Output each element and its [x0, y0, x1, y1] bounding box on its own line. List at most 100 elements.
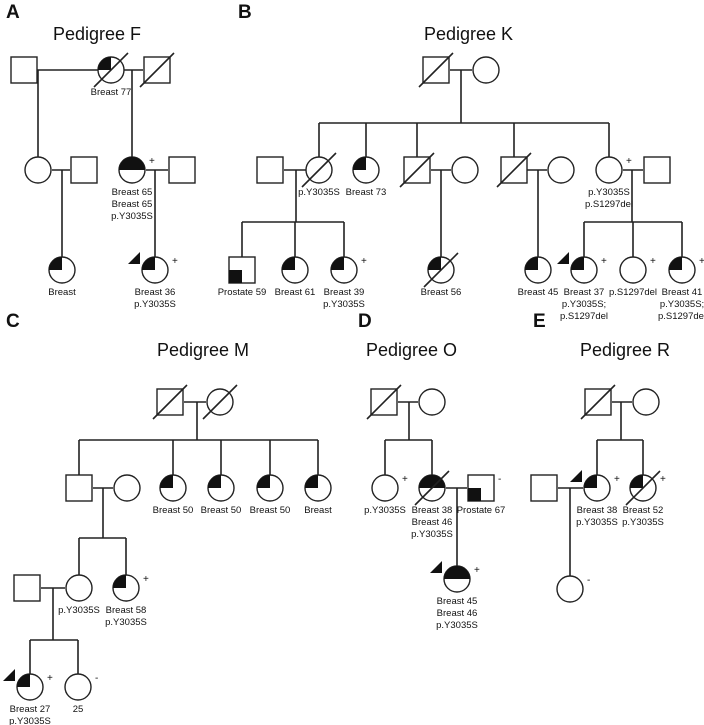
genotype-marker: +	[650, 256, 656, 267]
individual-o-i2	[418, 388, 446, 416]
panel-title-d: Pedigree O	[366, 340, 457, 360]
individual-label: Breast	[304, 505, 332, 516]
panel-title-e: Pedigree R	[580, 340, 670, 360]
female-symbol	[472, 56, 500, 84]
individual-label: p.Y3035S	[9, 716, 51, 725]
individual-m-iv1: + Breast 27p.Y3035S	[3, 669, 53, 725]
male-symbol	[65, 474, 93, 502]
panel-title-c: Pedigree M	[157, 340, 249, 360]
individual-label: p.Y3035S;	[562, 299, 606, 310]
individual-f-i1	[10, 56, 38, 84]
deceased-slash	[418, 52, 454, 88]
individual-label: Breast 39	[324, 287, 365, 298]
affected-quadrant	[468, 488, 481, 501]
affected-half	[419, 475, 445, 488]
individual-m-ii1	[65, 474, 93, 502]
individual-f-ii1	[24, 156, 52, 184]
individual-k-ii4	[399, 152, 435, 188]
individual-m-ii4: Breast 50	[201, 474, 241, 516]
individual-label: Breast 73	[346, 187, 387, 198]
individual-f-ii4	[168, 156, 196, 184]
affected-quadrant	[98, 57, 111, 70]
individual-label: p.S1297del	[609, 287, 657, 298]
genotype-marker: +	[626, 156, 632, 167]
individual-k-ii7	[547, 156, 575, 184]
affected-quadrant	[331, 257, 344, 270]
individual-r-ii2: +Breast 38p.Y3035S	[570, 470, 620, 528]
individual-o-ii3: -Prostate 67	[457, 474, 506, 516]
individual-label: Breast 52	[623, 505, 664, 516]
female-symbol	[64, 673, 92, 701]
panel-title-b: Pedigree K	[424, 24, 513, 44]
genotype-marker: +	[47, 673, 53, 684]
affected-half	[119, 157, 145, 170]
female-symbol	[65, 574, 93, 602]
female-symbol	[619, 256, 647, 284]
individual-label: p.Y3035S	[364, 505, 406, 516]
individual-k-ii5	[451, 156, 479, 184]
affected-quadrant	[142, 257, 155, 270]
affected-quadrant	[428, 257, 441, 270]
individual-label: 25	[73, 704, 84, 715]
affected-quadrant	[525, 257, 538, 270]
individual-m-i1	[152, 384, 188, 420]
male-symbol	[70, 156, 98, 184]
individual-k-i1	[418, 52, 454, 88]
affected-quadrant	[257, 475, 270, 488]
genotype-marker: +	[402, 474, 408, 485]
individual-m-iii2: p.Y3035S	[58, 574, 100, 616]
individual-label: Breast 50	[153, 505, 194, 516]
proband-arrow-icon	[557, 252, 569, 264]
individual-label: Breast	[48, 287, 76, 298]
deceased-slash	[496, 152, 532, 188]
deceased-slash	[625, 470, 661, 506]
panel-letter-b: B	[238, 2, 252, 23]
individual-label: p.S1297del	[658, 311, 704, 322]
deceased-slash	[93, 52, 129, 88]
individual-label: Breast 50	[250, 505, 291, 516]
affected-quadrant	[49, 257, 62, 270]
individual-m-ii6: Breast	[304, 474, 332, 516]
affected-quadrant	[305, 475, 318, 488]
deceased-slash	[301, 152, 337, 188]
affected-quadrant	[353, 157, 366, 170]
individual-f-iii1: Breast	[48, 256, 76, 298]
individual-label: Breast 38	[577, 505, 618, 516]
affected-quadrant	[229, 270, 242, 283]
genotype-marker: -	[498, 474, 501, 485]
female-symbol	[371, 474, 399, 502]
deceased-slash	[152, 384, 188, 420]
individual-label: Breast 56	[421, 287, 462, 298]
individual-r-i2	[632, 388, 660, 416]
individual-m-iii3: +Breast 58p.Y3035S	[105, 574, 149, 628]
individual-label: p.Y3035S	[298, 187, 340, 198]
male-symbol	[643, 156, 671, 184]
individual-label: Breast 46	[437, 608, 478, 619]
affected-quadrant	[630, 475, 643, 488]
male-symbol	[530, 474, 558, 502]
male-symbol	[10, 56, 38, 84]
deceased-slash	[580, 384, 616, 420]
genotype-marker: -	[587, 575, 590, 586]
individual-f-ii2	[70, 156, 98, 184]
male-symbol	[13, 574, 41, 602]
deceased-slash	[202, 384, 238, 420]
individual-label: Breast 27	[10, 704, 51, 715]
individual-label: p.Y3035S	[111, 211, 153, 222]
female-symbol	[24, 156, 52, 184]
individual-label: p.Y3035S	[323, 299, 365, 310]
individual-k-ii2: p.Y3035S	[298, 152, 340, 198]
individual-k-iii6: +Breast 37p.Y3035S;p.S1297del	[557, 252, 608, 322]
individual-k-iii3: +Breast 39p.Y3035S	[323, 256, 367, 310]
proband-arrow-icon	[3, 669, 15, 681]
female-symbol	[632, 388, 660, 416]
individual-label: Breast 45	[437, 596, 478, 607]
genotype-marker: +	[172, 256, 178, 267]
individual-m-ii2	[113, 474, 141, 502]
genotype-marker: +	[149, 156, 155, 167]
individual-k-ii9	[643, 156, 671, 184]
individual-label: Breast 38	[412, 505, 453, 516]
